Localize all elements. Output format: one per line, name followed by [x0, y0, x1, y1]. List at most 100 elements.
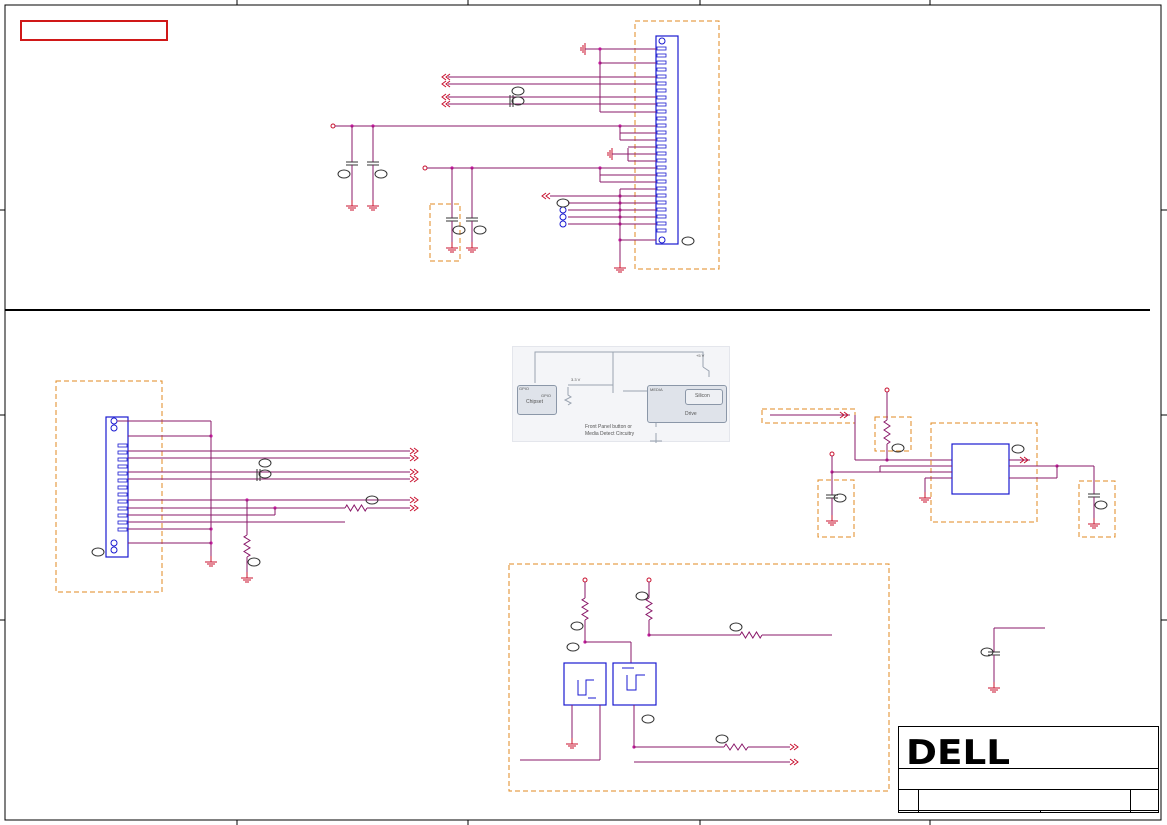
group-outline: [761, 408, 856, 424]
mounting-hole: [110, 539, 118, 547]
connector-pin: [656, 109, 667, 114]
refdes-tag: [566, 642, 580, 652]
transistor-body: [563, 662, 607, 706]
connector-pin: [117, 471, 128, 476]
dell-logo-text: DELL: [906, 733, 1010, 767]
connector-pin: [656, 193, 667, 198]
inset-caption-line1: Front Panel button or: [585, 424, 632, 430]
power-port: [646, 577, 652, 583]
group-outline: [634, 20, 720, 270]
connector-pin: [117, 464, 128, 469]
offpage-arrow: [839, 411, 845, 419]
connector-pin: [117, 443, 128, 448]
connector-pin: [117, 520, 128, 525]
connector-pin: [656, 179, 667, 184]
connector-pin: [117, 499, 128, 504]
connector-pin: [656, 137, 667, 142]
offpage-arrow: [409, 447, 415, 455]
connector-pin: [117, 513, 128, 518]
connector-pin: [656, 102, 667, 107]
offpage-arrow: [1023, 456, 1029, 464]
dell-logo: DELL: [906, 733, 1010, 767]
title-block-divider: [898, 768, 1159, 769]
title-block-divider: [918, 789, 919, 813]
connector-pin: [117, 527, 128, 532]
refdes-tag: [473, 225, 487, 235]
refdes-tag: [980, 647, 994, 657]
offpage-connector: [559, 220, 567, 228]
connector-pin: [656, 186, 667, 191]
resistor-symbol: [581, 597, 589, 621]
connector-pin: [656, 53, 667, 58]
power-port: [829, 451, 835, 457]
resistor-symbol: [883, 419, 891, 445]
refdes-tag: [891, 443, 905, 453]
group-outline: [429, 203, 461, 262]
connector-pin: [117, 478, 128, 483]
refdes-tag: [365, 495, 379, 505]
connector-pin: [656, 88, 667, 93]
refdes-tag: [556, 198, 570, 208]
offpage-arrow: [409, 468, 415, 476]
connector-pin: [656, 67, 667, 72]
mounting-hole: [658, 236, 666, 244]
chipset-label: Chipset: [526, 399, 543, 405]
media-detect-inset: GPIO GPIO Chipset 3.3 V +5 V MEDIA Silic…: [512, 346, 730, 443]
offpage-arrow: [445, 73, 451, 81]
transistor-glyph: [626, 674, 645, 691]
offpage-arrow: [413, 468, 419, 476]
offpage-arrow: [441, 80, 447, 88]
title-block-divider: [898, 789, 1159, 790]
refdes-tag: [1011, 444, 1025, 454]
power-port: [422, 165, 428, 171]
connector-pin: [117, 492, 128, 497]
offpage-arrow: [445, 100, 451, 108]
connector-pin: [656, 74, 667, 79]
refdes-tag: [337, 169, 351, 179]
title-block-divider: [1040, 810, 1041, 813]
mounting-hole: [658, 37, 666, 45]
offpage-arrow: [545, 192, 551, 200]
offpage-arrow: [445, 80, 451, 88]
gpio-label: GPIO: [519, 386, 530, 391]
connector-pin: [656, 165, 667, 170]
refdes-tag: [258, 458, 272, 468]
resistor-symbol: [344, 504, 368, 512]
connector-pin: [117, 485, 128, 490]
voltage-label: 3.3 V: [571, 377, 581, 382]
offpage-arrow: [1019, 456, 1025, 464]
refdes-tag: [641, 714, 655, 724]
group-outline: [1078, 480, 1116, 538]
connector-pin: [656, 228, 667, 233]
connector-pin: [656, 172, 667, 177]
offpage-arrow: [413, 475, 419, 483]
offpage-connector: [559, 213, 567, 221]
supply-label: +5 V: [696, 353, 705, 358]
silicon-label: Silicon: [695, 393, 710, 399]
power-port: [582, 577, 588, 583]
offpage-arrow: [541, 192, 547, 200]
offpage-arrow: [843, 411, 849, 419]
connector-pin: [656, 214, 667, 219]
refdes-tag: [635, 591, 649, 601]
connector-pin: [656, 46, 667, 51]
connector-pin: [656, 207, 667, 212]
connector-pin: [117, 450, 128, 455]
title-block-divider: [898, 810, 1159, 811]
connector-body: [655, 35, 679, 245]
offpage-arrow: [413, 454, 419, 462]
connector-pin: [656, 116, 667, 121]
connector-body: [105, 416, 129, 558]
resistor-symbol: [739, 631, 763, 639]
transistor-glyph: [577, 679, 594, 696]
offpage-arrow: [445, 93, 451, 101]
refdes-tag: [833, 493, 847, 503]
connector-pin: [117, 457, 128, 462]
connector-pin: [656, 60, 667, 65]
chipset-block: [517, 385, 557, 415]
offpage-arrow: [409, 475, 415, 483]
inset-caption-line2: Media Detect Circuitry: [585, 431, 635, 437]
refdes-tag: [452, 225, 466, 235]
